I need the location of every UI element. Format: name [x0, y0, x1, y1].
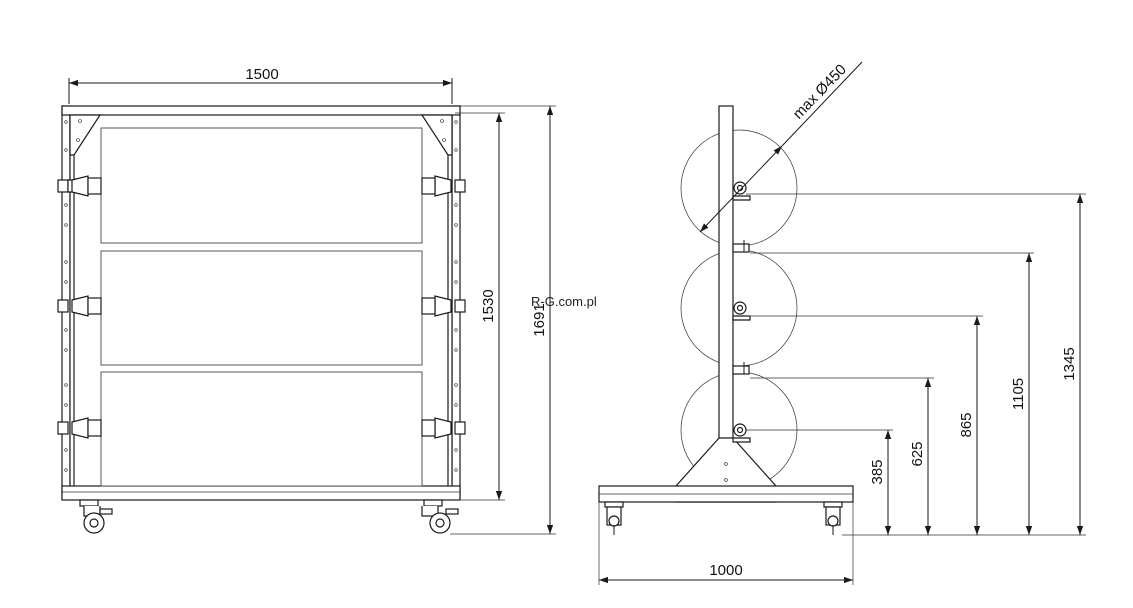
dim-label-side-width: 1000 [709, 562, 742, 579]
left-holders [57, 175, 102, 439]
front-view [57, 78, 556, 535]
dim-label-axis-1: 385 [869, 459, 886, 484]
dim-label-axis-2: 625 [909, 441, 926, 466]
dim-label-inner-height: 1530 [480, 289, 497, 322]
front-caster-right [421, 499, 459, 534]
right-holders [421, 175, 466, 439]
side-view [598, 61, 1086, 585]
watermark: R-G.com.pl [531, 294, 597, 309]
post-holes [64, 120, 458, 472]
reel-panel-top [100, 127, 423, 244]
dim-label-axis-3: 865 [958, 412, 975, 437]
dim-label-reel-diameter: max Ø450 [790, 61, 850, 123]
dim-label-axis-4: 1105 [1010, 378, 1027, 410]
left-gusset [69, 114, 102, 156]
top-beam [61, 105, 461, 116]
right-gusset [420, 114, 453, 156]
dim-label-axis-5: 1345 [1061, 347, 1078, 380]
reel-panel-middle [100, 250, 423, 366]
front-caster-left [79, 499, 113, 534]
side-caster-left [604, 501, 624, 535]
reel-panel-bottom [100, 371, 423, 487]
side-caster-right [823, 501, 843, 535]
bottom-beam [61, 485, 461, 501]
dim-line-reel-diameter [699, 145, 783, 233]
axle-brackets [732, 181, 751, 443]
dim-label-total-height: 1691 [531, 303, 548, 336]
dim-label-front-width: 1500 [245, 66, 278, 83]
